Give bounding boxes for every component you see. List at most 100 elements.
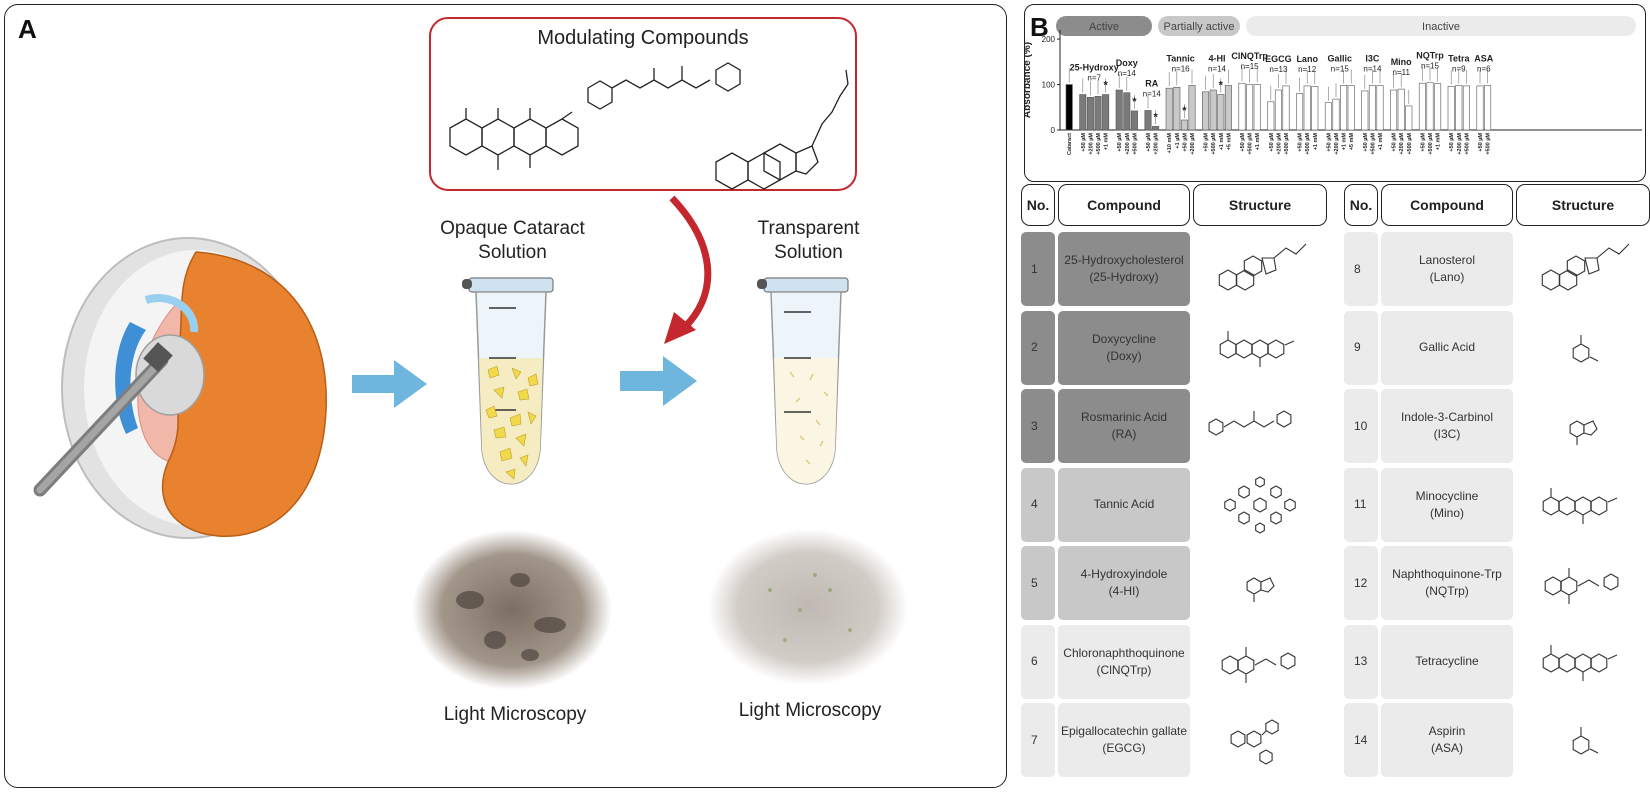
- compound-name: Epigallocatechin gallate (EGCG): [1058, 703, 1190, 777]
- bar: [1065, 84, 1073, 131]
- dose-tick-label: +500 µM: [1096, 133, 1102, 155]
- legend-partially-active-label: Partially active: [1164, 21, 1235, 33]
- bar: [1311, 86, 1319, 131]
- dose-tick-label: +1 mM: [1378, 133, 1384, 151]
- compound-number: 1: [1021, 232, 1055, 306]
- compound-number: 11: [1344, 467, 1378, 542]
- compound-structure-cell: [1193, 546, 1327, 620]
- chain-structure-icon: [1208, 410, 1292, 436]
- quinone-structure-icon: [1544, 568, 1619, 604]
- compound-label: ClNQTrp: [1231, 51, 1268, 61]
- dose-tick-label: +500 µM: [1464, 133, 1470, 155]
- bar: [1296, 93, 1304, 131]
- red-curved-arrow: [669, 195, 712, 331]
- opaque-tube: [462, 277, 554, 485]
- dose-tick-label: +50 µM: [1117, 133, 1123, 152]
- dose-tick-label: +500 µM: [1248, 133, 1254, 155]
- dose-tick-label: +200 µM: [1190, 133, 1196, 155]
- bar: [1282, 85, 1290, 131]
- compound-name: Naphthoquinone-Trp (NQTrp): [1381, 546, 1513, 620]
- compound-name: Rosmarinic Acid (RA): [1058, 389, 1190, 463]
- blue-arrow-left: [352, 360, 427, 408]
- legend-active-pill: [1056, 16, 1152, 36]
- compound-label: 4-HI: [1208, 53, 1225, 63]
- bar: [1123, 92, 1131, 131]
- compound-label: Tannic: [1166, 53, 1194, 63]
- table-header-compound: Compound: [1381, 184, 1513, 226]
- bar: [1434, 83, 1442, 131]
- compound-structure-cell: [1516, 703, 1650, 777]
- modulating-compounds-box: [429, 17, 857, 191]
- dendrimer-structure-icon: [1224, 475, 1296, 534]
- compound-label: Gallic: [1328, 53, 1353, 63]
- steroid-structure-icon: [1541, 243, 1630, 291]
- legend-partially-active-pill: [1158, 16, 1240, 36]
- compound-structure-cell: [1193, 310, 1327, 385]
- table-header-compound: Compound: [1058, 184, 1190, 226]
- compound-n-label: n=7: [1087, 74, 1101, 83]
- panel-a: [4, 4, 1007, 788]
- compound-name: Tetracycline: [1381, 624, 1513, 699]
- red-arrowhead: [664, 312, 696, 344]
- dose-tick-label: +500 µM: [1370, 133, 1376, 155]
- microscopy-label-right: Light Microscopy: [738, 700, 882, 721]
- compound-structure-cell: [1516, 310, 1650, 385]
- indole-structure-icon: [1569, 420, 1598, 445]
- panel-b-chart-frame: [1024, 4, 1646, 182]
- significance-star: *: [1182, 105, 1187, 117]
- opaque-microscopy-image: [412, 530, 612, 690]
- dose-tick-label: +1 mM: [1313, 133, 1319, 151]
- dose-tick-label: +50 µM: [1081, 133, 1087, 152]
- doxycycline-structure-icon: [449, 108, 579, 170]
- compound-name: Chloronaphthoquinone (ClNQTrp): [1058, 624, 1190, 699]
- bar: [1238, 82, 1246, 131]
- significance-star: *: [1219, 80, 1224, 92]
- bar: [1390, 89, 1398, 131]
- bar: [1079, 94, 1087, 131]
- dose-tick-label: +1 mM: [1219, 133, 1225, 151]
- dose-tick-label: +500 µM: [1428, 133, 1434, 155]
- compound-structure-cell: [1193, 232, 1327, 306]
- compound-n-label: n=16: [1172, 64, 1191, 73]
- legend-active-label: Active: [1089, 21, 1119, 33]
- transparent-fill: [774, 358, 838, 484]
- compound-structure-cell: [1193, 703, 1327, 777]
- y-axis-label: Absorbance (%): [1024, 42, 1033, 118]
- dose-tick-label: +200 µM: [1334, 133, 1340, 155]
- tetracycline-structure-icon: [1219, 330, 1295, 367]
- dose-tick-label: +50 µM: [1269, 133, 1275, 152]
- compound-structure-cell: [1193, 467, 1327, 542]
- bar: [1418, 82, 1426, 131]
- panel-b-letter: B: [1030, 12, 1049, 42]
- compound-number: 14: [1344, 703, 1378, 777]
- bar: [1094, 96, 1102, 131]
- benzene-structure-icon: [1572, 334, 1599, 363]
- compound-number: 10: [1344, 389, 1378, 463]
- bar: [1405, 105, 1413, 131]
- compound-number: 7: [1021, 703, 1055, 777]
- bar: [1267, 101, 1275, 131]
- dose-tick-label: +200 µM: [1088, 133, 1094, 155]
- bar: [1476, 85, 1484, 131]
- compound-n-label: n=6: [1477, 64, 1491, 73]
- compound-name: Tannic Acid: [1058, 467, 1190, 542]
- bar: [1253, 84, 1261, 131]
- bar: [1347, 85, 1355, 131]
- dose-tick-label: +5 mM: [1226, 133, 1232, 151]
- table-header-no: No.: [1344, 184, 1378, 226]
- quinone-structure-icon: [1221, 646, 1296, 683]
- transparent-microscopy-image: [708, 529, 908, 685]
- dose-tick-label: +200 µM: [1154, 133, 1160, 155]
- microscopy-label-left: Light Microscopy: [443, 704, 587, 725]
- dose-tick-label: +200 µM: [1399, 133, 1405, 155]
- indole-structure-icon: [1246, 577, 1275, 602]
- bar: [1368, 85, 1376, 131]
- bar: [1340, 85, 1348, 131]
- dose-tick-label: +500 µM: [1284, 133, 1290, 155]
- dose-tick-label: +5 mM: [1349, 133, 1355, 151]
- dose-tick-label: +200 µM: [1276, 133, 1282, 155]
- compound-label: ASA: [1474, 53, 1494, 63]
- bar: [1217, 94, 1225, 131]
- bar: [1426, 82, 1434, 131]
